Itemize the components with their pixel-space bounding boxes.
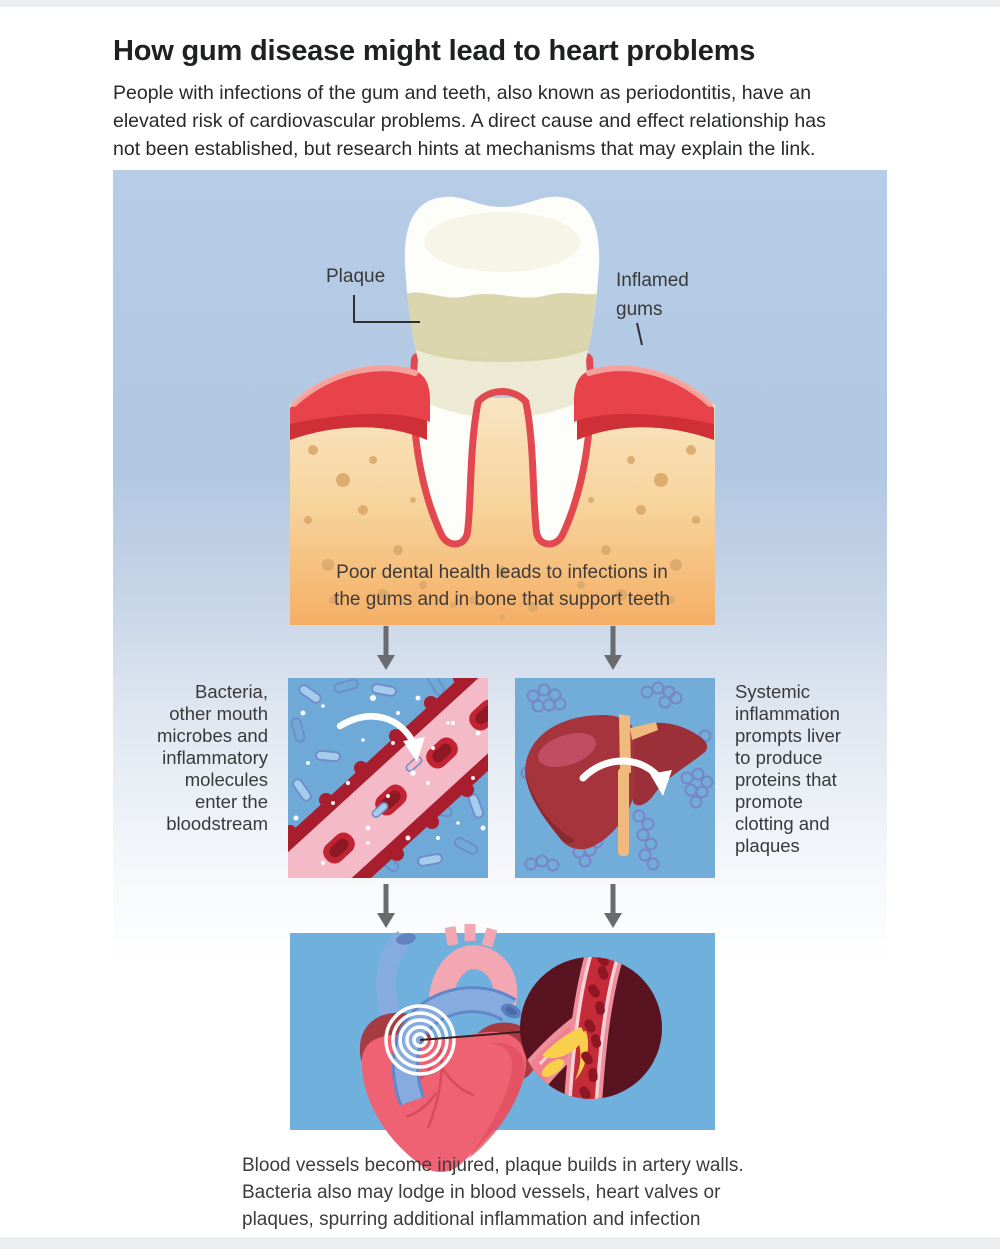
inflamed-gums-icon	[290, 365, 714, 440]
intro-text: People with infections of the gum and te…	[113, 81, 826, 160]
heart-icon	[359, 924, 561, 1172]
bottom-border-bar	[0, 1237, 1000, 1249]
artery-inset-icon	[520, 957, 662, 1099]
stage-heart-caption: Blood vessels become injured, plaque bui…	[242, 1155, 744, 1230]
particle-dots-icon	[293, 695, 486, 866]
liver-illustration	[515, 678, 715, 878]
stage-tooth-caption: Poor dental health leads to infections i…	[334, 562, 670, 610]
bone-icon	[290, 384, 715, 625]
plaque-band-icon	[404, 291, 600, 362]
blood-vessel-icon	[288, 678, 488, 878]
top-border-bar	[0, 0, 1000, 7]
curved-arrow-icon	[579, 757, 672, 796]
protein-cluster-icon	[520, 681, 714, 872]
bloodstream-illustration	[288, 678, 488, 878]
tooth-icon	[404, 196, 600, 541]
heart-illustration	[290, 924, 715, 1172]
inflamed-gums-leader-line	[636, 322, 643, 346]
label-inflamed-gums: Inflamed gums	[616, 270, 689, 320]
plaque-leader-line	[353, 295, 420, 323]
page-title: How gum disease might lead to heart prob…	[113, 35, 756, 68]
red-blood-cell-icon	[579, 957, 610, 1099]
down-arrow-icon	[377, 626, 622, 928]
target-rings-icon	[384, 1004, 456, 1076]
label-plaque: Plaque	[326, 266, 386, 287]
curved-arrow-icon	[336, 713, 425, 762]
inset-connector-line	[419, 1030, 533, 1041]
tooth-gums-illustration	[290, 196, 715, 928]
stage-bloodstream-label: Bacteria, other mouth microbes and infla…	[156, 681, 268, 834]
stage-liver-label: Systemic inflammation prompts liver to p…	[735, 681, 841, 856]
plaque-deposit-icon	[541, 1027, 589, 1080]
